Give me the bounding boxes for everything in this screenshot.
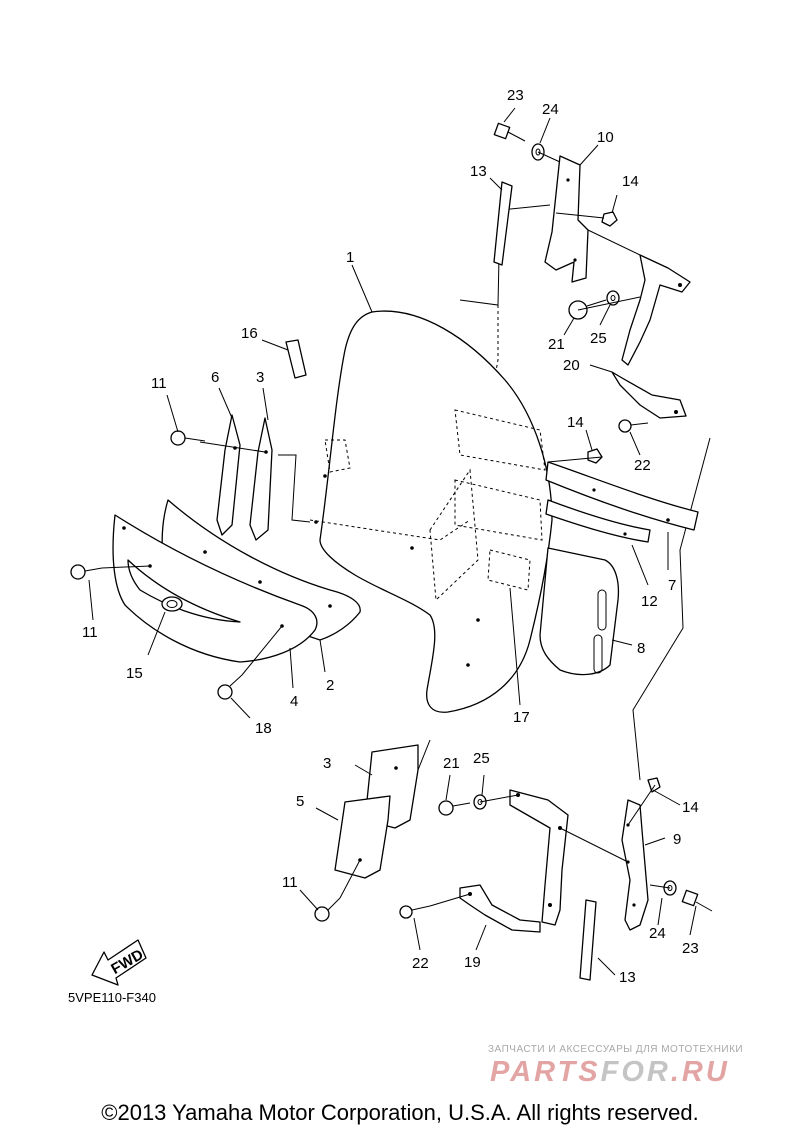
callout-3-lower: 3 — [323, 755, 331, 772]
callout-19: 19 — [464, 954, 481, 971]
bracket-outline — [278, 454, 311, 523]
callout-20: 20 — [563, 357, 580, 374]
bracket-part-6 — [216, 414, 241, 536]
callout-5: 5 — [296, 793, 304, 810]
callout-13-upper: 13 — [470, 163, 487, 180]
callout-14-b: 14 — [567, 414, 584, 431]
callout-14-c: 14 — [682, 799, 699, 816]
bracket-part-9 — [621, 777, 661, 931]
callout-21-a: 21 — [548, 336, 565, 353]
watermark-logo-part2: FOR — [600, 1056, 671, 1088]
trim-part-12 — [545, 499, 651, 543]
callout-21-b: 21 — [443, 755, 460, 772]
diagram-code: 5VPE110-F340 — [68, 990, 156, 1005]
callout-6: 6 — [211, 369, 219, 386]
callout-11-a: 11 — [151, 375, 167, 392]
bracket-lower-right — [509, 789, 569, 926]
callout-leaders — [88, 107, 697, 976]
callout-18: 18 — [255, 720, 272, 737]
callout-9: 9 — [673, 831, 681, 848]
copyright-notice: ©2013 Yamaha Motor Corporation, U.S.A. A… — [101, 1100, 699, 1125]
trim-part-7 — [545, 461, 699, 531]
callout-11-b: 11 — [82, 624, 98, 641]
watermark-logo: PARTSFOR.RU — [490, 1056, 730, 1089]
callout-15: 15 — [126, 665, 143, 682]
watermark-logo-part1: PARTS — [490, 1056, 601, 1088]
emblem-part-15 — [127, 559, 241, 623]
callout-25-b: 25 — [473, 750, 490, 767]
callout-numbers: 1 2 3 3 4 5 6 7 8 9 10 11 11 11 12 13 13… — [82, 87, 699, 986]
callout-13-lower: 13 — [619, 969, 636, 986]
callout-1: 1 — [346, 249, 354, 266]
callout-4: 4 — [290, 693, 298, 710]
callout-16: 16 — [241, 325, 258, 342]
callout-2: 2 — [326, 677, 334, 694]
cover-part-4 — [112, 514, 318, 663]
callout-24-b: 24 — [649, 925, 666, 942]
callout-12: 12 — [641, 593, 658, 610]
bracket-part-3-upper — [249, 417, 273, 541]
stay-part-20 — [611, 254, 691, 419]
callout-8: 8 — [637, 640, 645, 657]
plate-part-13-lower — [579, 899, 597, 981]
callout-24-a: 24 — [542, 101, 559, 118]
watermark-logo-part3: .RU — [670, 1056, 730, 1088]
callout-10: 10 — [597, 129, 614, 146]
callout-22-a: 22 — [634, 457, 651, 474]
connection-lines — [101, 151, 671, 907]
callout-22-b: 22 — [412, 955, 429, 972]
callout-11-c: 11 — [282, 874, 298, 891]
callout-14-a: 14 — [622, 173, 639, 190]
callout-7: 7 — [668, 577, 676, 594]
watermark-tagline: ЗАПЧАСТИ И АКСЕССУАРЫ ДЛЯ МОТОТЕХНИКИ — [488, 1044, 744, 1055]
panel-part-8 — [539, 547, 620, 676]
windshield-part-1 — [309, 310, 553, 713]
callout-17: 17 — [513, 709, 530, 726]
fwd-arrow-icon: FWD — [91, 939, 147, 986]
callout-25-a: 25 — [590, 330, 607, 347]
callout-23-b: 23 — [682, 940, 699, 957]
hardware-upper — [70, 122, 649, 700]
stay-part-19 — [459, 884, 541, 933]
bracket-part-5 — [334, 795, 391, 879]
bracket-part-10 — [544, 155, 589, 283]
plate-part-13-upper — [493, 181, 513, 266]
hardware-lower-left — [314, 897, 341, 922]
label-part-16 — [285, 339, 307, 379]
callout-23-a: 23 — [507, 87, 524, 104]
callout-3-upper: 3 — [256, 369, 264, 386]
